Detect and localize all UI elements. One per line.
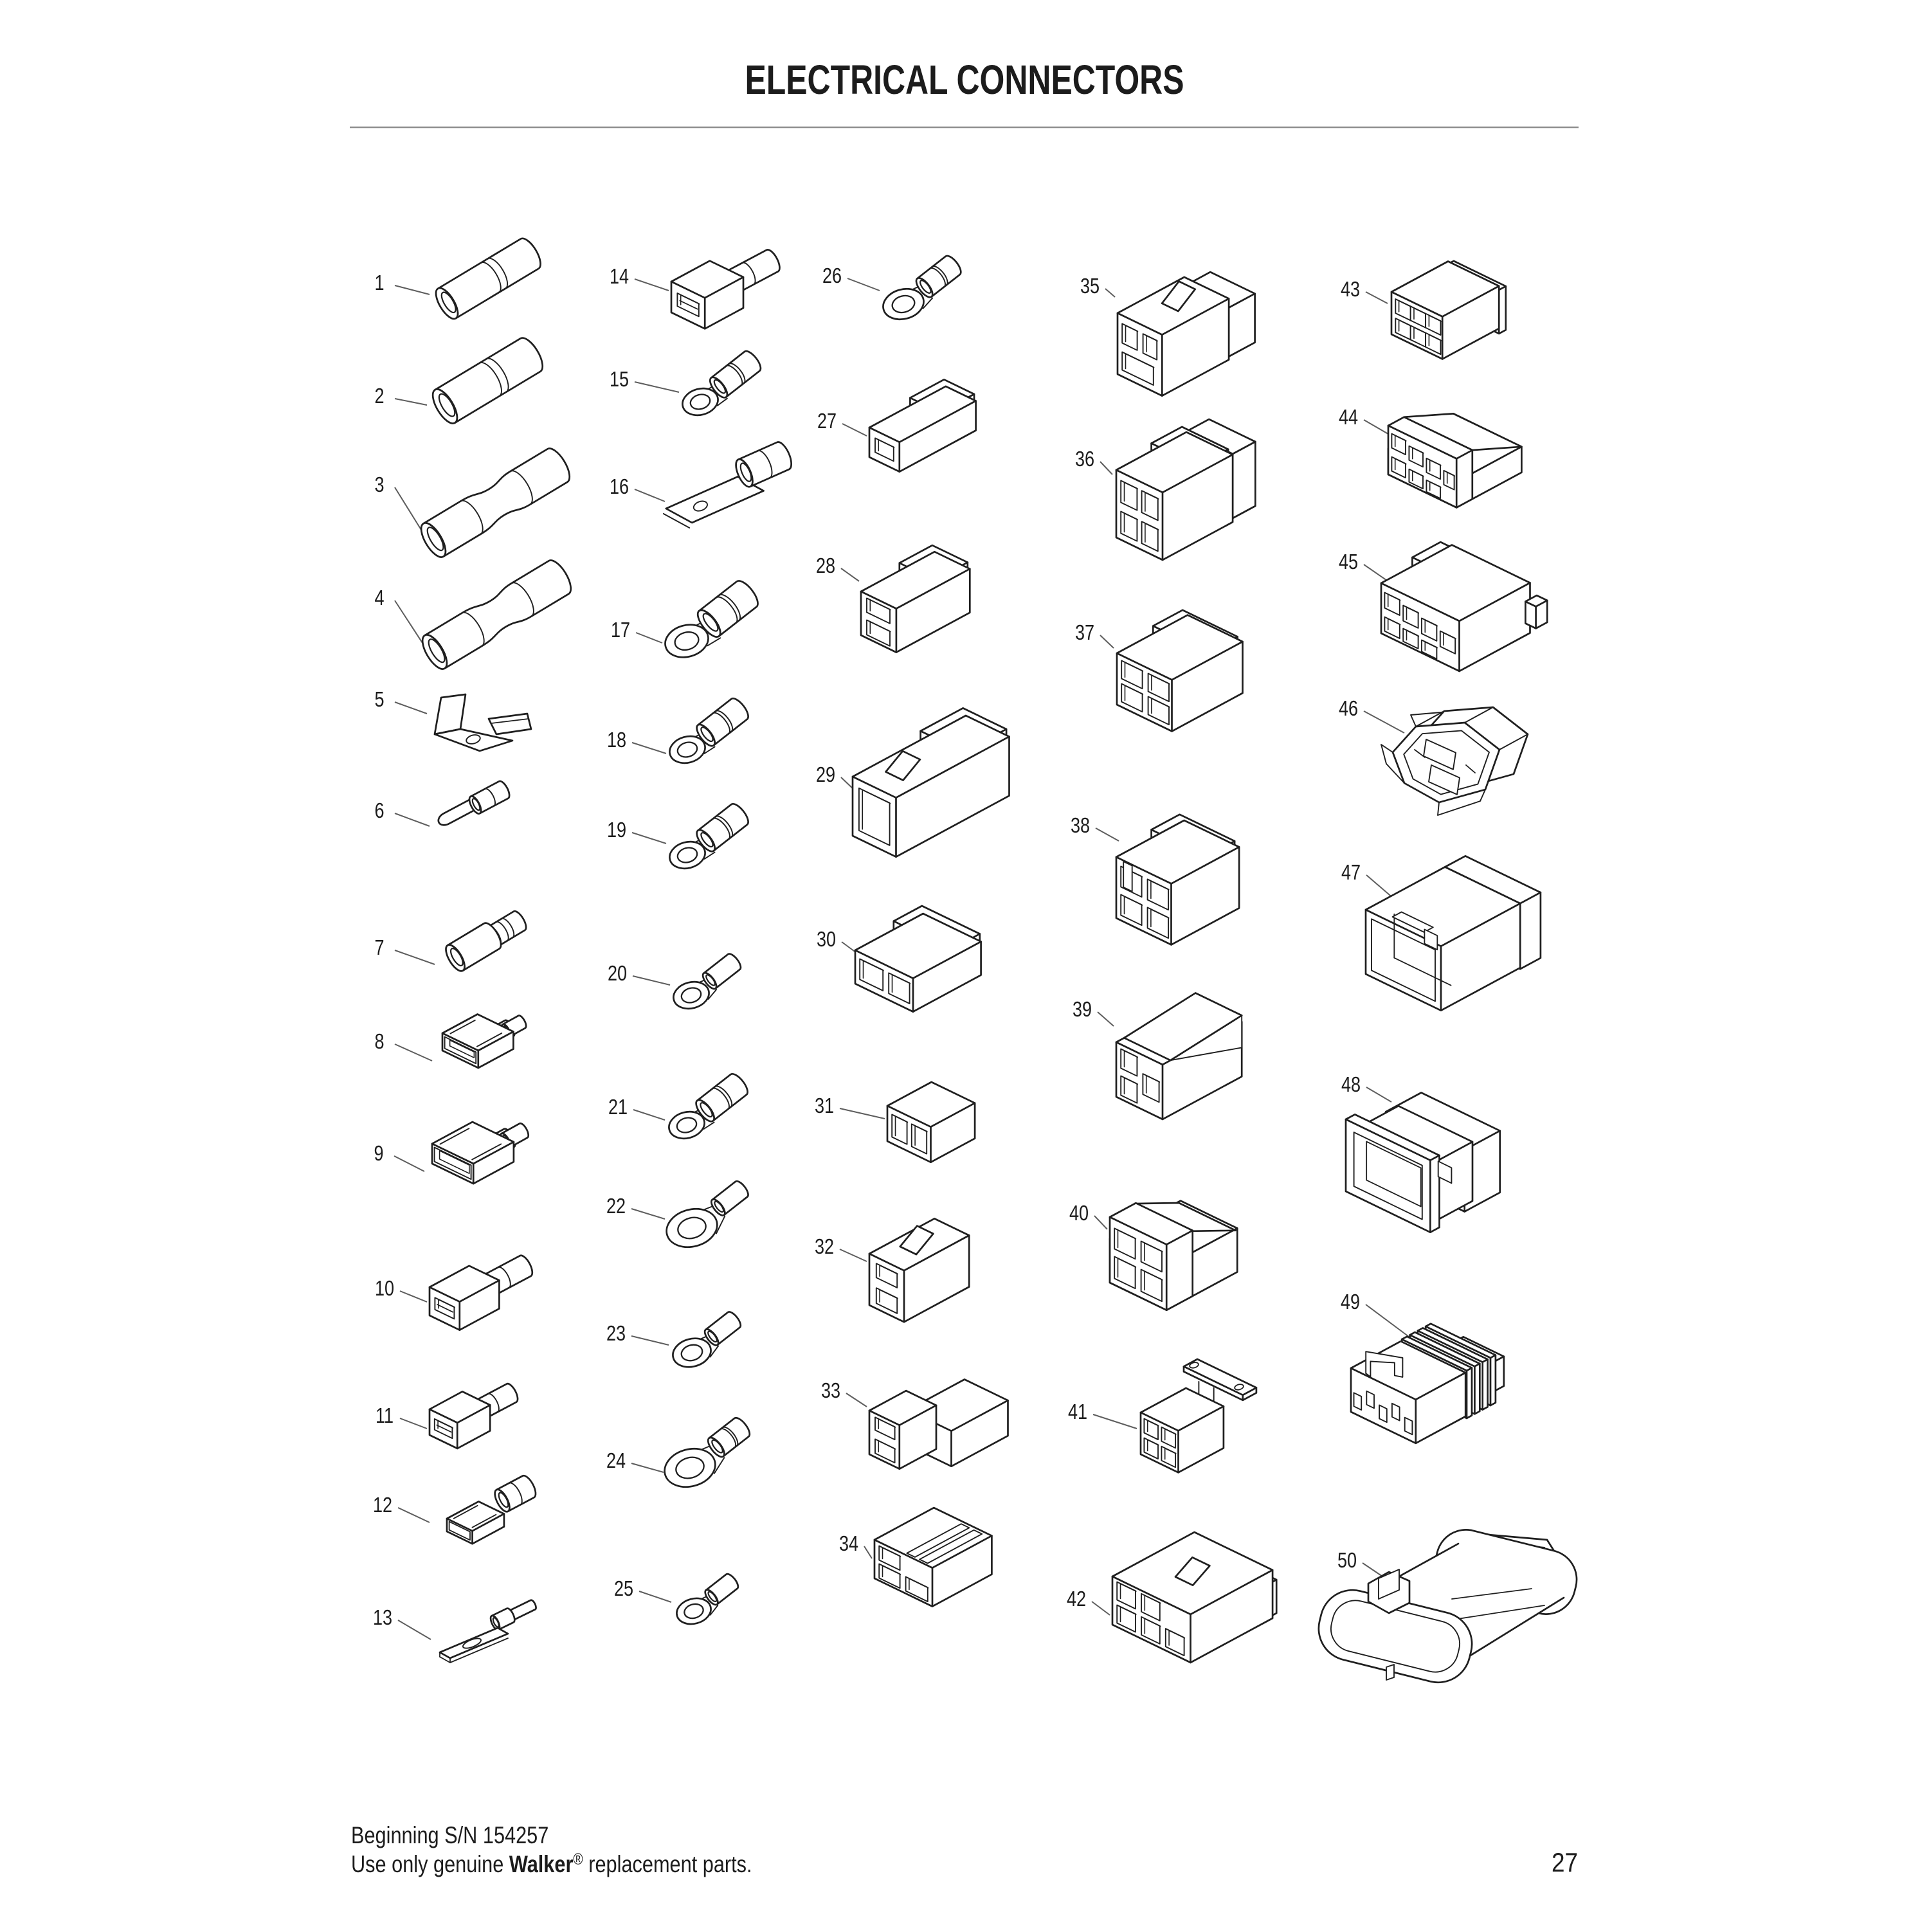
svg-text:46: 46 [1339,698,1358,721]
svg-text:35: 35 [1080,275,1100,298]
svg-text:22: 22 [606,1195,626,1218]
svg-text:28: 28 [816,555,835,578]
svg-text:21: 21 [608,1096,628,1119]
svg-text:2: 2 [374,385,384,408]
svg-text:29: 29 [816,764,835,787]
svg-text:32: 32 [815,1236,834,1259]
svg-text:12: 12 [373,1494,392,1517]
svg-text:39: 39 [1073,998,1092,1022]
svg-text:26: 26 [822,265,842,288]
svg-text:50: 50 [1337,1549,1357,1573]
svg-text:41: 41 [1068,1401,1087,1424]
svg-text:8: 8 [374,1031,384,1054]
svg-text:3: 3 [374,474,384,497]
svg-text:36: 36 [1075,448,1094,471]
svg-text:20: 20 [608,962,627,986]
svg-text:48: 48 [1341,1074,1361,1097]
svg-text:40: 40 [1069,1202,1089,1225]
svg-text:14: 14 [610,266,629,289]
svg-text:16: 16 [610,476,629,499]
svg-text:30: 30 [817,928,836,952]
svg-text:18: 18 [607,729,626,752]
svg-text:34: 34 [839,1533,858,1556]
svg-text:6: 6 [374,800,384,823]
svg-text:13: 13 [373,1607,392,1630]
svg-text:44: 44 [1339,406,1358,429]
svg-text:15: 15 [610,368,629,392]
svg-text:38: 38 [1071,815,1090,838]
svg-text:33: 33 [821,1380,840,1403]
svg-text:4: 4 [374,587,384,610]
svg-text:9: 9 [374,1142,383,1166]
svg-text:5: 5 [374,689,384,712]
svg-text:24: 24 [606,1450,626,1473]
svg-text:Beginning S/N 154257: Beginning S/N 154257 [351,1822,548,1848]
svg-text:27: 27 [817,410,837,433]
svg-text:10: 10 [375,1277,394,1301]
svg-text:47: 47 [1341,862,1361,885]
svg-text:49: 49 [1341,1291,1360,1314]
svg-text:37: 37 [1075,622,1094,645]
svg-text:11: 11 [376,1405,394,1428]
svg-text:7: 7 [374,937,384,960]
svg-text:ELECTRICAL CONNECTORS: ELECTRICAL CONNECTORS [745,57,1184,103]
svg-text:45: 45 [1339,551,1358,574]
svg-text:42: 42 [1067,1588,1086,1611]
svg-text:43: 43 [1341,278,1360,302]
svg-text:25: 25 [614,1578,633,1601]
svg-text:Use only genuine Walker® repla: Use only genuine Walker® replacement par… [351,1850,752,1878]
svg-text:31: 31 [815,1095,834,1118]
svg-text:27: 27 [1552,1848,1578,1878]
svg-text:17: 17 [611,619,630,642]
svg-text:23: 23 [606,1323,626,1346]
svg-text:1: 1 [374,272,384,295]
svg-text:19: 19 [607,819,626,842]
